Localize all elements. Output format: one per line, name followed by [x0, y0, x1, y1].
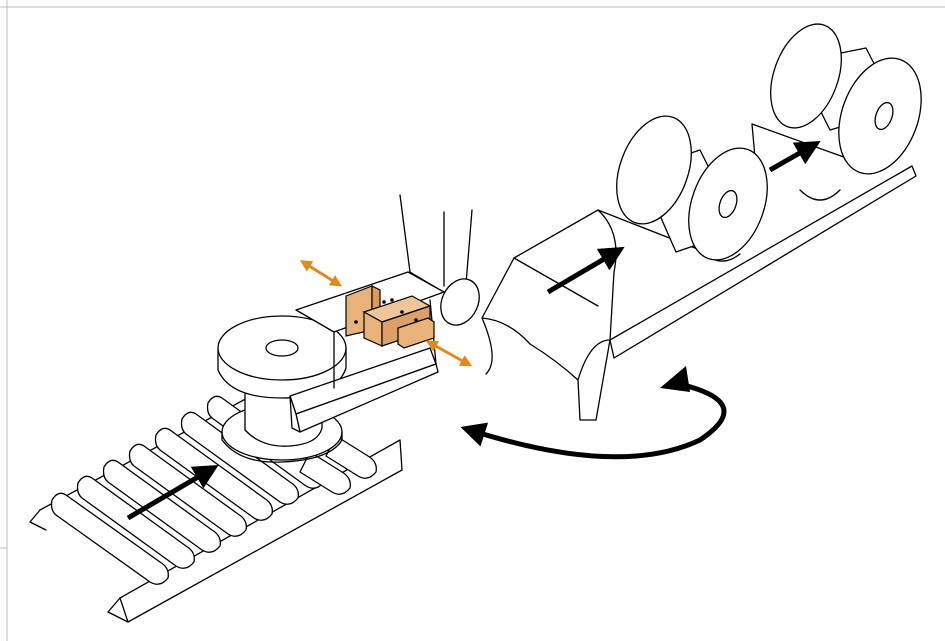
cradle-foot	[577, 379, 597, 421]
gripper-wrist-joint	[440, 278, 480, 326]
cradle-front-curve	[481, 317, 493, 375]
gripper-bolt	[414, 318, 418, 322]
gripper-bolt	[390, 298, 394, 302]
gripper-bolt	[354, 320, 358, 324]
gripper-motion-arrow-1	[299, 260, 343, 287]
robot-gripper	[289, 194, 480, 433]
gripper-motion-arrow-2	[425, 340, 473, 367]
gripper-bolt	[382, 300, 386, 304]
spool-bottom-flange-edge	[221, 431, 343, 463]
cradle-spool-back-flange	[770, 23, 842, 129]
rotation-arrow-path	[460, 379, 727, 460]
roller	[102, 459, 221, 553]
roller	[76, 475, 195, 569]
roller	[128, 443, 247, 537]
cradle-spool-2	[770, 23, 922, 175]
cradle-spool-1	[616, 115, 768, 261]
gripper-bolt	[400, 310, 404, 314]
cradle-spool-back-flange	[616, 115, 692, 225]
cradle-flow-arrow-1	[546, 246, 625, 295]
spool-hub-hole	[265, 339, 299, 357]
roller-conveyor	[29, 374, 403, 623]
cradle-rail	[609, 165, 917, 359]
gripper-jaw-right	[397, 317, 435, 349]
cradle-flow-arrow-2	[768, 141, 821, 173]
cradle-rail-drop	[595, 339, 611, 421]
conveyor-back-rail-end	[29, 509, 47, 531]
gripper-mount-right	[465, 209, 473, 285]
roller	[325, 435, 377, 479]
cradle-saddle-2	[799, 189, 841, 201]
rotation-arrow	[460, 366, 727, 460]
gripper-arm-end	[289, 395, 301, 433]
cradle-front-block	[481, 209, 617, 381]
roller	[180, 411, 299, 505]
cradle-front-edge	[513, 257, 599, 307]
cradle-spool-hole	[718, 189, 738, 219]
rotation-arrow-tail	[660, 366, 690, 392]
roller	[50, 492, 169, 585]
conveyor-front-rail-end	[107, 597, 129, 623]
conveyor-flow-arrow	[126, 464, 219, 521]
spool-cradle-conveyor	[481, 23, 922, 421]
cradle-spool-hole	[874, 101, 894, 131]
roller	[299, 451, 351, 495]
